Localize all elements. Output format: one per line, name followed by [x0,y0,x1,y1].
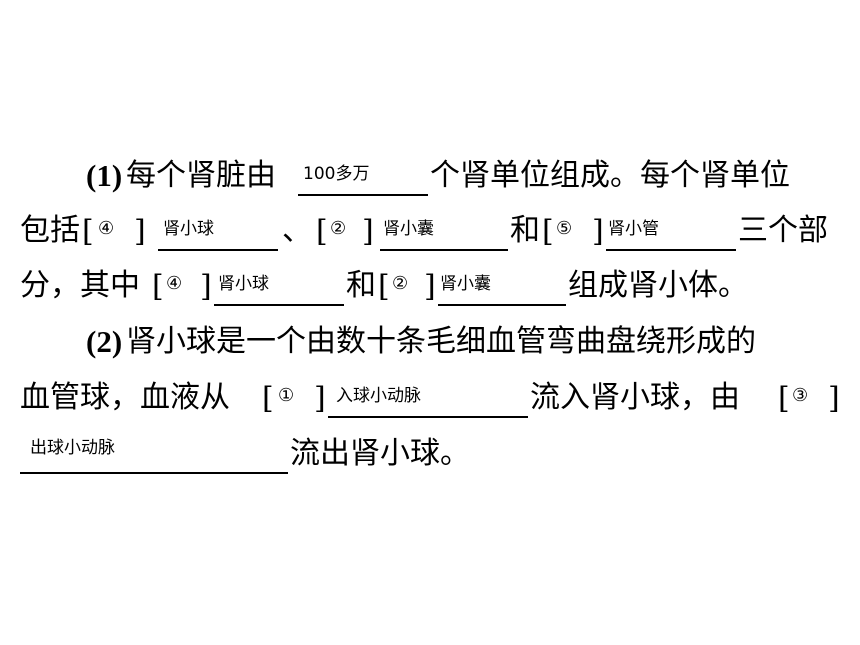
marker-2: ② [330,218,347,239]
answer-blank[interactable] [380,249,508,251]
bracket-close: ] [424,269,436,304]
answer-blank[interactable] [606,249,736,251]
bracket-open: [ [262,381,274,416]
answer-tubule: 肾小管 [608,219,659,239]
text: 肾小球是一个由数十条毛细血管弯曲盘绕形成的 [126,324,756,359]
text: 个肾单位组成。每个肾单位 [430,158,790,193]
marker-5: ⑤ [556,218,573,239]
bracket-close: ] [134,214,146,249]
text: 分，其中 [20,268,140,303]
answer-capsule: 肾小囊 [383,219,434,239]
text: 流出肾小球。 [290,436,470,471]
marker-4: ④ [166,273,183,294]
answer-blank[interactable] [20,472,288,474]
text: 、 [282,213,312,248]
bracket-open: [ [316,214,328,249]
answer-blank[interactable] [328,416,528,418]
text: 流入肾小球，由 [530,380,740,415]
marker-3: ③ [792,385,809,406]
answer-blank[interactable] [158,249,278,251]
text: 三个部 [738,213,828,248]
bracket-open: [ [152,269,164,304]
text: 血管球，血液从 [20,380,230,415]
answer-afferent-arteriole: 入球小动脉 [336,386,421,406]
question-1-number: (1) [86,158,123,193]
text: 包括 [20,213,80,248]
text: 组成肾小体。 [568,268,748,303]
answer-blank[interactable] [438,304,566,306]
answer-blank[interactable] [298,194,428,196]
marker-4: ④ [98,218,115,239]
bracket-close: ] [828,381,840,416]
bracket-open: [ [82,214,94,249]
bracket-close: ] [362,214,374,249]
bracket-open: [ [778,381,790,416]
bracket-open: [ [542,214,554,249]
bracket-close: ] [592,214,604,249]
question-2-number: (2) [86,324,123,359]
marker-2: ② [392,273,409,294]
answer-glomerulus: 肾小球 [163,219,214,239]
text: 和 [510,213,540,248]
bracket-close: ] [200,269,212,304]
answer-efferent-arteriole: 出球小动脉 [30,438,115,458]
answer-blank[interactable] [214,304,344,306]
text: 和 [346,268,376,303]
answer-count: 100多万 [303,164,370,184]
text: 每个肾脏由 [126,158,276,193]
marker-1: ① [278,385,295,406]
answer-capsule: 肾小囊 [440,274,491,294]
bracket-open: [ [378,269,390,304]
bracket-close: ] [314,381,326,416]
answer-glomerulus: 肾小球 [218,274,269,294]
